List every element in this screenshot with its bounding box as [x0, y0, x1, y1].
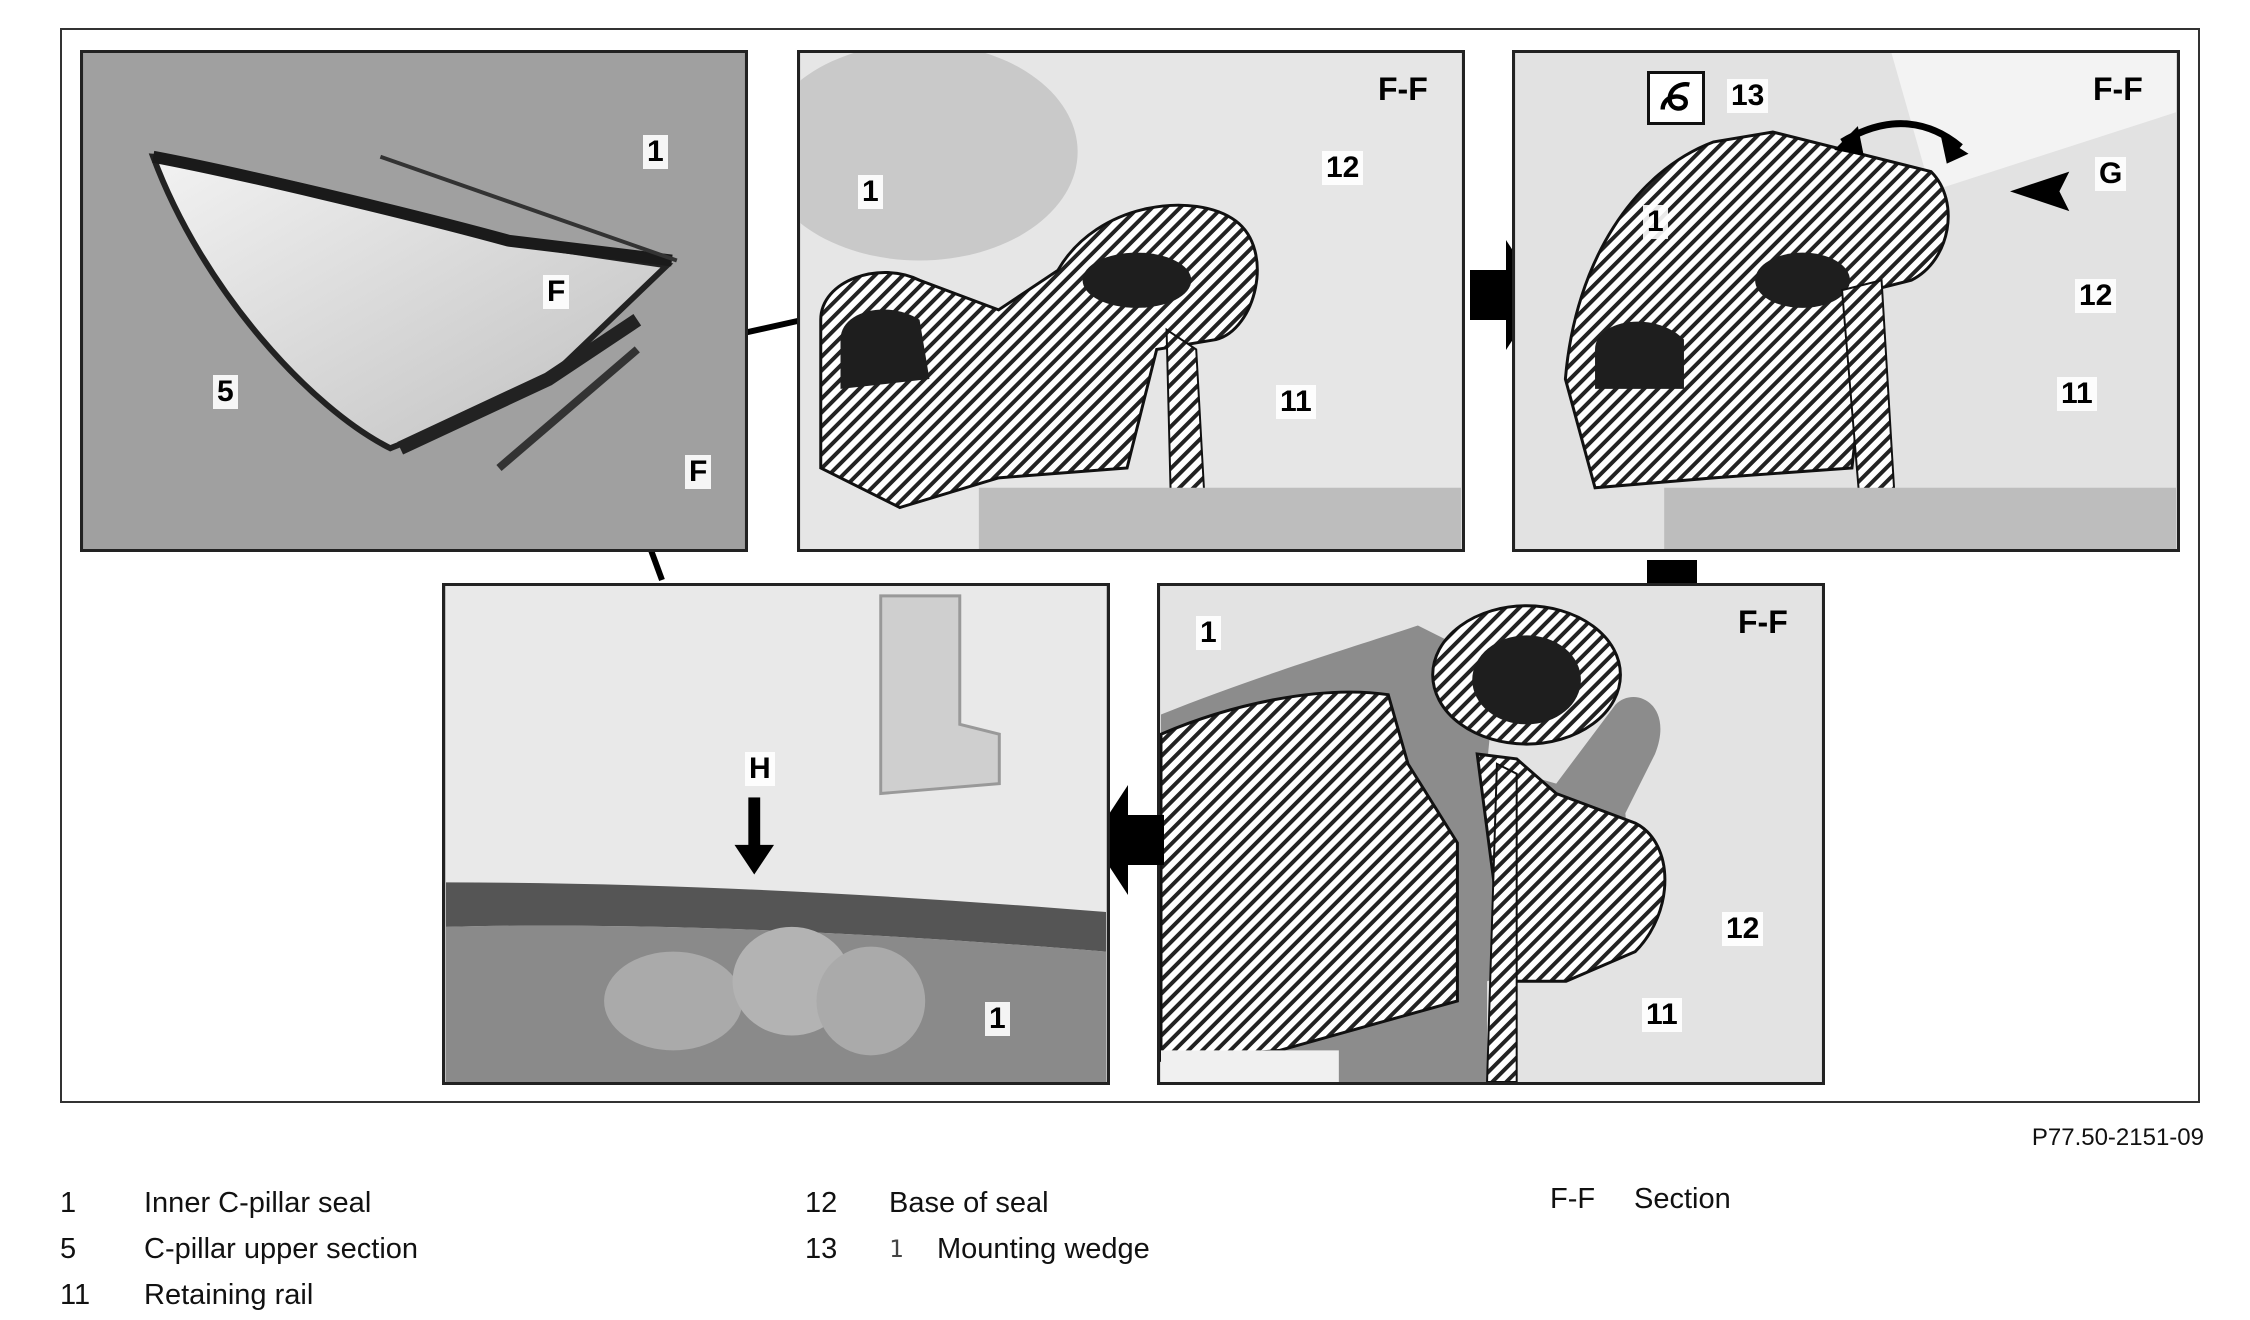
figure-reference: P77.50-2151-09 [2031, 1124, 2204, 1151]
label-rail: 11 [1276, 385, 1316, 419]
seal-fitting-photo [445, 586, 1107, 1082]
section-label: F-F [2093, 71, 2143, 107]
label-rail: 11 [2057, 377, 2097, 411]
panel-section-wedge: 13 F-F G 1 12 11 [1512, 50, 2180, 552]
panel-fitting: H 1 [442, 583, 1110, 1085]
label-arrow-h: H [745, 752, 775, 786]
label-seal: 1 [858, 175, 883, 209]
panel-overview: 1 5 F F [80, 50, 748, 552]
label-seal: 1 [643, 135, 668, 169]
c-pillar-photo [83, 53, 745, 549]
label-wedge: 13 [1727, 79, 1769, 113]
seal-section-photo-c [1160, 586, 1822, 1082]
panel-section-final: F-F 1 12 11 [1157, 583, 1825, 1085]
section-label: F-F [1738, 604, 1788, 640]
flow-arrow-left-icon [1092, 785, 1164, 895]
label-seal: 1 [985, 1002, 1010, 1036]
label-base: 12 [1322, 151, 1364, 185]
special-tool-icon [1647, 71, 1705, 125]
seal-section-photo-a [800, 53, 1462, 549]
label-upper-section: 5 [213, 375, 238, 409]
label-arrow-g: G [2095, 157, 2127, 191]
seal-section-photo-b [1515, 53, 2177, 549]
label-section-mark-bottom: F [685, 455, 712, 489]
label-base: 12 [1722, 912, 1764, 946]
label-rail: 11 [1642, 998, 1682, 1032]
section-label: F-F [1378, 71, 1428, 107]
label-seal: 1 [1196, 616, 1221, 650]
label-base: 12 [2075, 279, 2117, 313]
label-seal: 1 [1643, 205, 1668, 239]
label-section-mark-top: F [543, 275, 570, 309]
figure-frame: 1 5 F F F-F 1 12 11 [60, 28, 2200, 1103]
panel-section-start: F-F 1 12 11 [797, 50, 1465, 552]
